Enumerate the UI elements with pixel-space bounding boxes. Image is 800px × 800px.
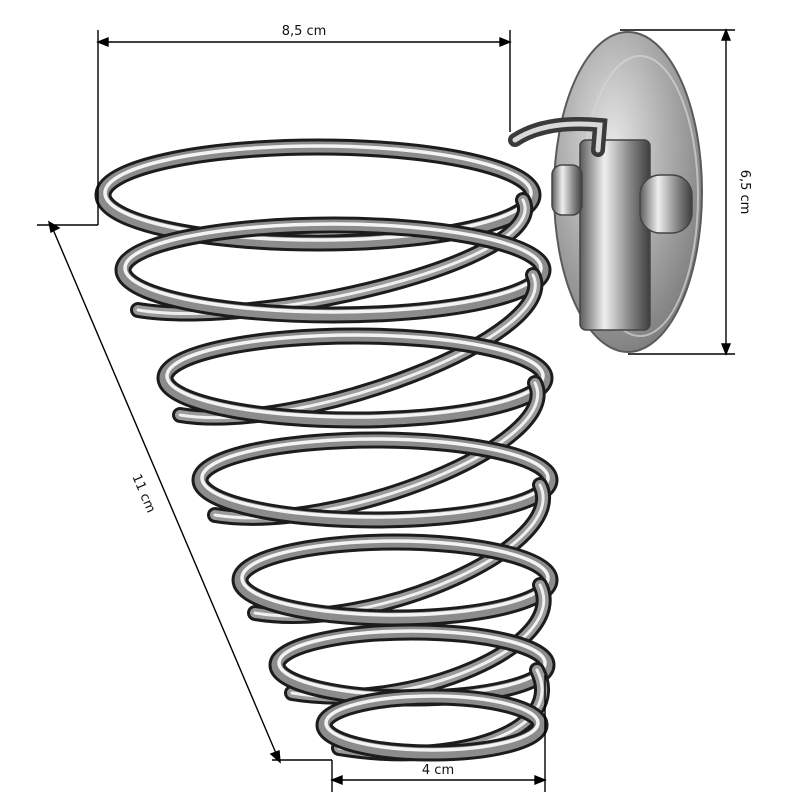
spiral-coil [114, 216, 552, 324]
spiral-coil [231, 533, 559, 627]
spiral-coil [156, 327, 554, 429]
screw-right [639, 174, 693, 234]
dimension-diagonal [37, 220, 332, 764]
dimension-right [620, 28, 735, 356]
dimension-diagonal-label: 11 cm [128, 472, 158, 515]
spiral-coil [315, 688, 549, 762]
wall-plate [551, 31, 703, 353]
spiral-holder [94, 138, 559, 762]
mount-bracket [579, 139, 651, 331]
dimension-top-label: 8,5 cm [282, 24, 327, 39]
dimension-right-label: 6,5 cm [737, 170, 752, 215]
spiral-coil [94, 138, 542, 252]
spiral-connector [130, 192, 534, 322]
spiral-coil [191, 431, 559, 529]
dimension-top [96, 30, 512, 225]
dimension-bottom [330, 675, 547, 792]
dimension-bottom-label: 4 cm [422, 763, 454, 778]
screw-left [551, 164, 583, 216]
